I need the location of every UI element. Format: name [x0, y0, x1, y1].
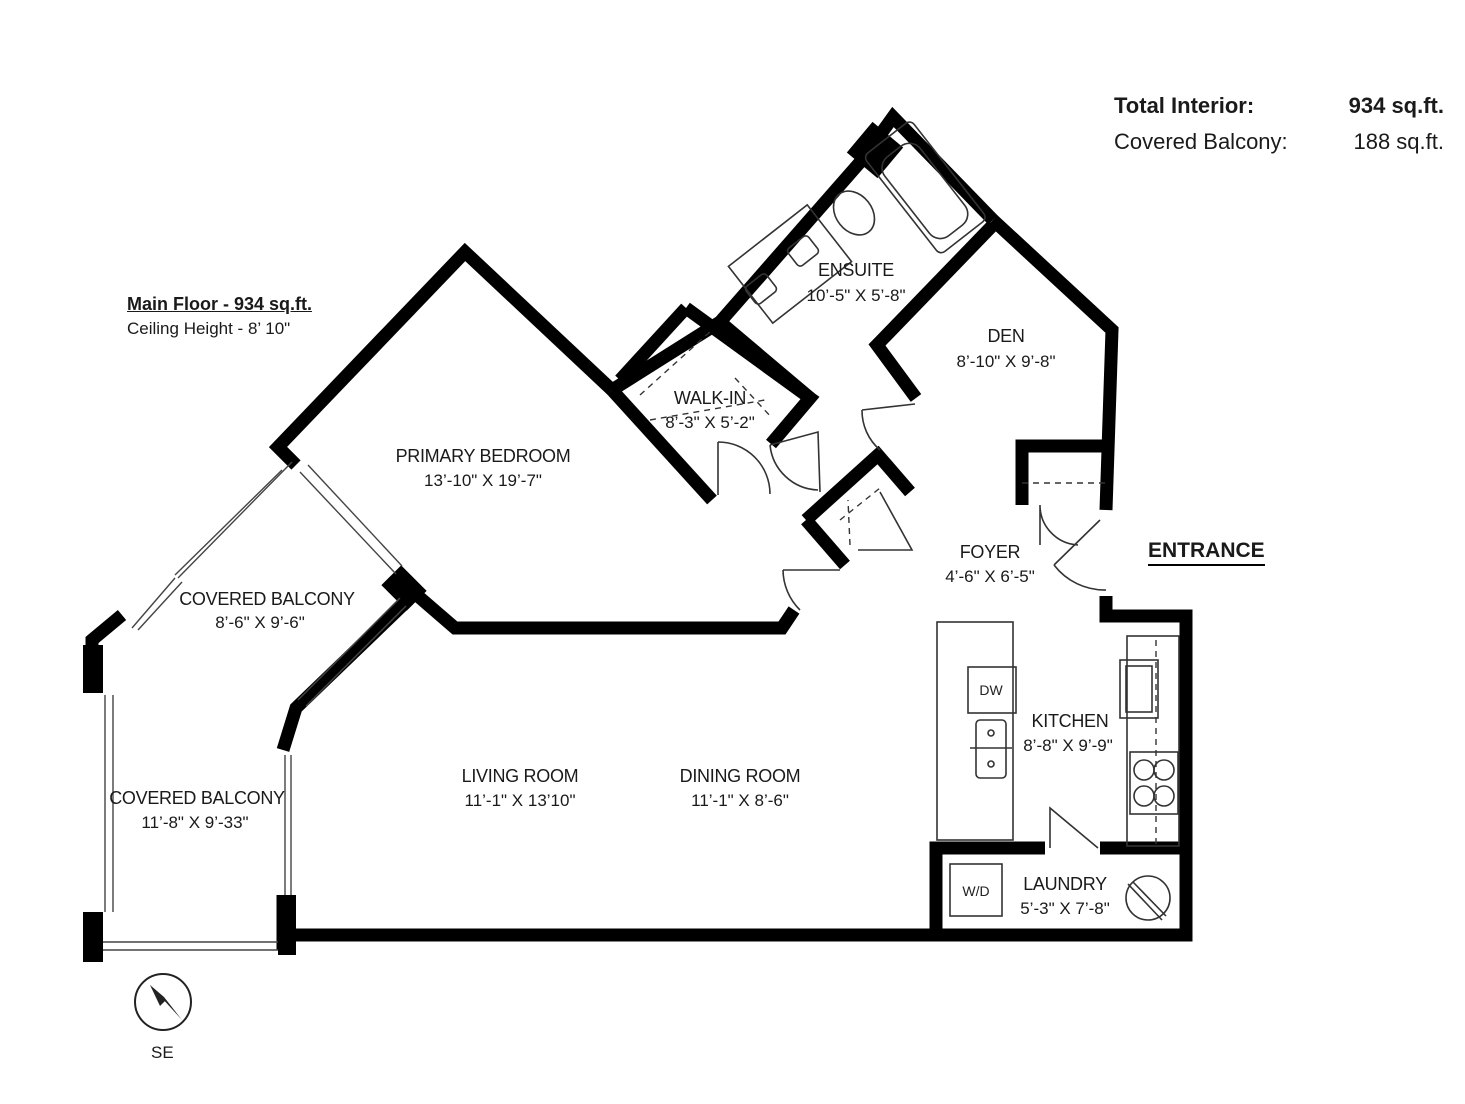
balcony-glass: [103, 461, 407, 951]
exterior-walls: [85, 106, 1193, 960]
laundry-fixtures: [949, 863, 1171, 921]
primary-bedroom-name: PRIMARY BEDROOM: [396, 446, 571, 466]
area-summary: Total Interior: 934 sq.ft. Covered Balco…: [1114, 88, 1444, 160]
ceiling-height: Ceiling Height - 8’ 10": [127, 319, 291, 338]
covered-balcony-label: Covered Balcony:: [1114, 129, 1288, 154]
dining-room-dims: 11’-1" X 8’-6": [691, 791, 789, 810]
den-dims: 8’-10" X 9’-8": [956, 352, 1055, 371]
den-name: DEN: [987, 326, 1024, 346]
foyer-name: FOYER: [960, 542, 1021, 562]
ensuite-fixtures: [639, 121, 986, 546]
balcony-upper-name: COVERED BALCONY: [179, 589, 355, 609]
interior-walls: [607, 220, 1186, 935]
total-interior-label: Total Interior:: [1114, 93, 1255, 118]
compass-direction-label: SE: [151, 1043, 174, 1062]
ensuite-name: ENSUITE: [818, 260, 894, 280]
doors: [717, 403, 1107, 849]
kitchen-name: KITCHEN: [1032, 711, 1109, 731]
foyer-dims: 4’-6" X 6’-5": [945, 567, 1035, 586]
dishwasher-label: DW: [979, 682, 1003, 698]
washer-dryer-label: W/D: [962, 883, 989, 899]
floor-info: Main Floor - 934 sq.ft. Ceiling Height -…: [127, 294, 312, 339]
entrance-label: ENTRANCE: [1148, 539, 1265, 566]
kitchen-fixtures: [936, 621, 1180, 847]
floor-title: Main Floor - 934 sq.ft.: [127, 294, 313, 314]
living-room-name: LIVING ROOM: [462, 766, 579, 786]
walkin-name: WALK-IN: [674, 388, 746, 408]
total-interior-value: 934 sq.ft.: [1348, 93, 1444, 118]
living-room-dims: 11’-1" X 13’10": [465, 791, 576, 810]
balcony-lower-dims: 11’-8" X 9’-33": [141, 813, 248, 832]
kitchen-dims: 8’-8" X 9’-9": [1023, 736, 1113, 755]
primary-bedroom-dims: 13’-10" X 19’-7": [424, 471, 542, 490]
ensuite-dims: 10’-5" X 5’-8": [806, 286, 905, 305]
walkin-dims: 8’-3" X 5’-2": [665, 413, 755, 432]
laundry-dims: 5’-3" X 7’-8": [1020, 899, 1110, 918]
compass-icon: [134, 973, 192, 1031]
covered-balcony-value: 188 sq.ft.: [1353, 129, 1444, 154]
laundry-name: LAUNDRY: [1023, 874, 1107, 894]
wall-blocks: [83, 121, 904, 962]
dining-room-name: DINING ROOM: [680, 766, 801, 786]
balcony-upper-dims: 8’-6" X 9’-6": [215, 613, 305, 632]
room-labels: ENSUITE 10’-5" X 5’-8" DEN 8’-10" X 9’-8…: [109, 260, 1113, 918]
balcony-lower-name: COVERED BALCONY: [109, 788, 285, 808]
